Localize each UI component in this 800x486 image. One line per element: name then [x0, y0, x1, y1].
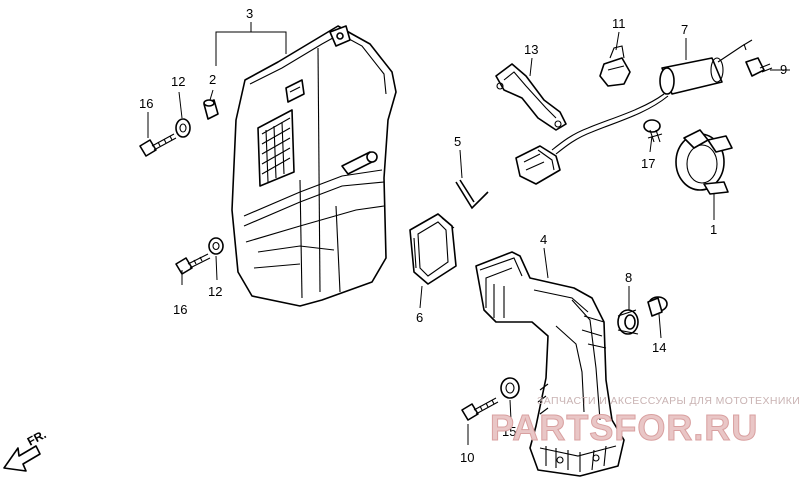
- callout-7: 7: [681, 22, 688, 37]
- grommet-part-8: [617, 309, 639, 335]
- callout-2: 2: [209, 72, 216, 87]
- callout-17: 17: [641, 156, 655, 171]
- callout-13: 13: [524, 42, 538, 57]
- callout-15: 15: [502, 424, 516, 439]
- callout-3: 3: [246, 6, 253, 21]
- watermark: ЗАПЧАСТИ И АКСЕССУАРЫ ДЛЯ МОТОТЕХНИКИ PA…: [490, 395, 800, 449]
- watermark-caption: ЗАПЧАСТИ И АКСЕССУАРЫ ДЛЯ МОТОТЕХНИКИ: [537, 395, 800, 407]
- washer-part-15: [500, 377, 520, 399]
- bolt-part-9: [745, 57, 773, 77]
- canister-part-7: [515, 39, 753, 185]
- leader-lines: [147, 22, 790, 445]
- callout-labels: 3 2 12 16 16 12 6 5 4 8 14 15 10 13 11 7…: [139, 6, 787, 465]
- callout-14: 14: [652, 340, 666, 355]
- watermark-logo: PARTSFOR.RU: [490, 407, 758, 448]
- bolt-part-10: [461, 397, 499, 421]
- bolt-part-16-upper: [139, 133, 177, 157]
- callout-12-lower: 12: [208, 284, 222, 299]
- bolt-part-16-lower: [175, 253, 211, 275]
- clamp-part-1: [675, 129, 733, 195]
- front-direction-indicator: FR.: [3, 427, 49, 472]
- callout-4: 4: [540, 232, 547, 247]
- washer-part-12-upper: [175, 118, 191, 138]
- duct-part-4: [475, 251, 625, 477]
- cover-part-3: [231, 25, 397, 307]
- callout-10: 10: [460, 450, 474, 465]
- callout-9: 9: [780, 62, 787, 77]
- callout-16-lower: 16: [173, 302, 187, 317]
- bolt-part-17: [643, 119, 663, 143]
- washer-part-12-lower: [208, 237, 224, 255]
- collar-part-2: [203, 99, 219, 120]
- direction-arrow-icon: [3, 445, 41, 472]
- callout-11: 11: [612, 16, 626, 31]
- direction-label: FR.: [25, 427, 49, 448]
- bolt-part-14: [647, 296, 668, 317]
- clip-part-5: [455, 179, 489, 210]
- gasket-part-6: [409, 213, 457, 285]
- callout-1: 1: [710, 222, 717, 237]
- sensor-part-11: [599, 45, 631, 87]
- callout-16-upper: 16: [139, 96, 153, 111]
- bracket-part-13: [495, 63, 567, 131]
- callout-12-upper: 12: [171, 74, 185, 89]
- callout-6: 6: [416, 310, 423, 325]
- callout-5: 5: [454, 134, 461, 149]
- callout-8: 8: [625, 270, 632, 285]
